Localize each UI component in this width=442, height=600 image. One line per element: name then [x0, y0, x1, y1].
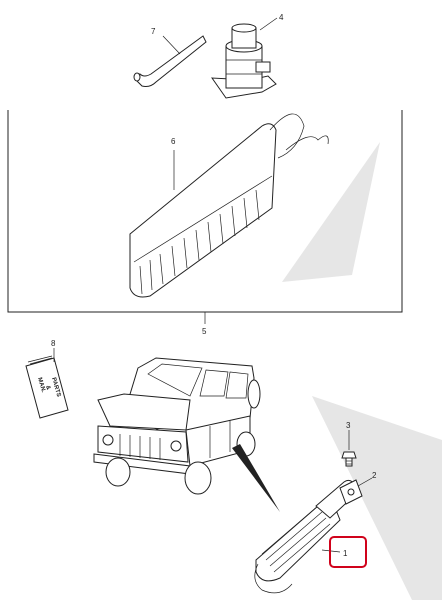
- callout-1-highlight[interactable]: [329, 536, 367, 568]
- part-4-jack: [211, 23, 277, 99]
- part-6-tool-bag: [129, 113, 329, 298]
- location-pointer: [232, 444, 280, 512]
- callout-2: 2: [372, 471, 377, 480]
- part-8-manual: MAN. & PARTS: [25, 355, 69, 419]
- leader-2: [357, 477, 373, 487]
- callout-6: 6: [171, 137, 176, 146]
- callout-4: 4: [279, 13, 284, 22]
- callout-1: 1: [343, 549, 348, 558]
- callout-8: 8: [51, 339, 56, 348]
- leader-7: [162, 35, 181, 55]
- svg-text:&: &: [44, 385, 51, 391]
- svg-text:PARTS: PARTS: [50, 377, 61, 398]
- leader-4: [259, 17, 278, 31]
- svg-text:MAN.: MAN.: [36, 377, 46, 394]
- part-7-tool-rod: [133, 35, 207, 87]
- callout-7: 7: [151, 27, 156, 36]
- background-shade-lower: [312, 396, 442, 600]
- callout-3: 3: [346, 421, 351, 430]
- background-shade-upper: [282, 142, 380, 282]
- part-3-bolt: [341, 451, 357, 467]
- part-2-bracket: [339, 479, 363, 505]
- callout-5: 5: [202, 327, 207, 336]
- vehicle: [93, 357, 261, 495]
